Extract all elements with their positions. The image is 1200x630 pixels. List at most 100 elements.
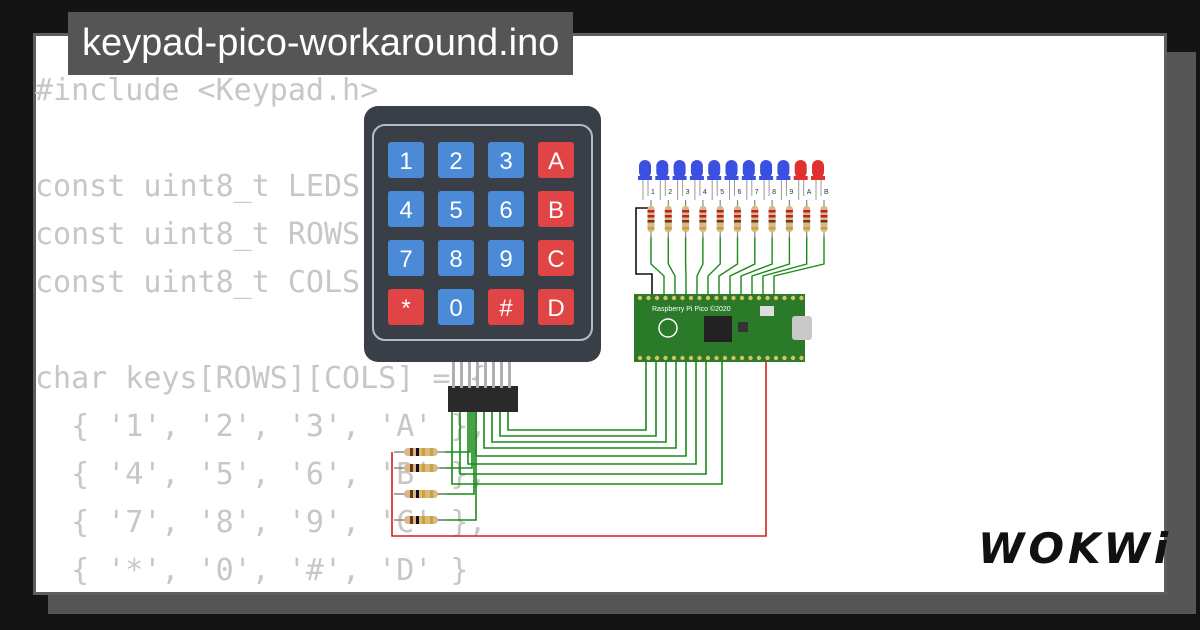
header-pin: [452, 362, 455, 388]
keypad-key-label: B: [548, 197, 564, 224]
led-label: 7: [755, 189, 759, 196]
keypad-key[interactable]: 0: [438, 289, 474, 325]
pico-pin: [739, 355, 745, 361]
led-label: 4: [703, 189, 707, 196]
keypad-key[interactable]: *: [388, 289, 424, 325]
pico-pin: [714, 355, 719, 361]
keypad-key[interactable]: 8: [438, 240, 474, 276]
pico-pin: [697, 355, 702, 361]
led-label: B: [824, 189, 829, 196]
led: 9: [776, 160, 793, 200]
pico-pin: [773, 295, 779, 301]
keypad-key[interactable]: C: [538, 240, 574, 276]
keypad-key-label: C: [547, 246, 564, 273]
pico-pin: [671, 355, 677, 361]
keypad-key[interactable]: #: [488, 289, 524, 325]
led-resistors: [647, 200, 828, 238]
pico-board[interactable]: Raspberry Pi Pico ©2020: [634, 294, 812, 362]
resistor: [768, 200, 776, 238]
keypad-key-label: 9: [499, 246, 512, 273]
pico-pin: [731, 295, 736, 301]
pico-pin: [637, 355, 643, 361]
pico-pin: [790, 295, 796, 301]
led: 3: [672, 160, 690, 200]
wires: [391, 207, 825, 537]
led-label: 3: [686, 189, 690, 196]
resistor: [394, 464, 446, 472]
keypad-key[interactable]: 9: [488, 240, 524, 276]
pico-pin: [671, 295, 677, 301]
resistor: [785, 200, 793, 238]
pico-pin: [705, 355, 711, 361]
keypad-key[interactable]: 1: [388, 142, 424, 178]
led: 5: [707, 160, 724, 200]
keypad-key-label: 1: [399, 148, 412, 175]
keypad-key[interactable]: 2: [438, 142, 474, 178]
pico-pin: [688, 295, 694, 301]
keypad-key[interactable]: 5: [438, 191, 474, 227]
pico-pin: [731, 355, 736, 361]
pico-pin: [705, 295, 711, 301]
led: 4: [689, 160, 707, 200]
code-line: { '1', '2', '3', 'A' },: [35, 409, 487, 444]
keypad-key-label: 7: [399, 246, 412, 273]
pico-pin: [680, 295, 685, 301]
pico-pin: [722, 355, 728, 361]
pico-label: Raspberry Pi Pico ©2020: [652, 305, 731, 313]
keypad-key[interactable]: 3: [488, 142, 524, 178]
led-label: 8: [772, 189, 776, 196]
keypad-key[interactable]: D: [538, 289, 574, 325]
keypad-resistors: [394, 448, 446, 524]
pico-pin: [799, 295, 804, 301]
pico-pin: [748, 295, 753, 301]
pico-pin: [790, 355, 796, 361]
keypad-key[interactable]: A: [538, 142, 574, 178]
pico-pin: [739, 295, 745, 301]
led: 1: [638, 160, 655, 200]
usb-port: [792, 316, 812, 340]
code-line: char keys[ROWS][COLS] = {: [35, 361, 487, 396]
pico-pin: [782, 355, 787, 361]
raspberry-logo-icon: [658, 318, 678, 338]
keypad-key[interactable]: 7: [388, 240, 424, 276]
header-pin: [476, 362, 479, 388]
header-pin: [500, 362, 503, 388]
keypad-key-label: 0: [449, 295, 462, 322]
resistor: [699, 200, 707, 238]
led: B: [811, 160, 829, 200]
pico-pin: [697, 295, 702, 301]
pico-pin: [765, 355, 770, 361]
led-label: 2: [668, 189, 672, 196]
wokwi-logo: WOKWi: [978, 524, 1173, 573]
keypad-key[interactable]: 6: [488, 191, 524, 227]
keypad-key-label: 3: [499, 148, 512, 175]
keypad-key[interactable]: 4: [388, 191, 424, 227]
header-pin: [492, 362, 495, 388]
led-label: 9: [789, 189, 793, 196]
header-pin: [508, 362, 511, 388]
resistor: [664, 200, 672, 238]
pico-pin: [765, 295, 770, 301]
keypad-key-label: 5: [449, 197, 462, 224]
keypad-key-label: 2: [449, 148, 462, 175]
pico-pin: [663, 295, 668, 301]
keypad-key[interactable]: B: [538, 191, 574, 227]
keypad-connector: [448, 362, 518, 412]
led: 8: [759, 160, 776, 200]
code-line: #include <Keypad.h>: [35, 73, 379, 108]
keypad-key-label: *: [401, 295, 410, 322]
pico-pin: [654, 355, 660, 361]
resistor: [734, 200, 741, 238]
resistor: [394, 490, 446, 498]
code-line: { '*', '0', '#', 'D' }: [35, 553, 469, 588]
led: 7: [741, 160, 759, 200]
header-pin: [484, 362, 487, 388]
resistor: [803, 200, 811, 238]
header-pin: [468, 362, 471, 388]
pico-pin: [714, 295, 719, 301]
keypad-key-label: D: [547, 295, 564, 322]
keypad-key-label: 6: [499, 197, 512, 224]
keypad-key-label: A: [548, 148, 564, 175]
